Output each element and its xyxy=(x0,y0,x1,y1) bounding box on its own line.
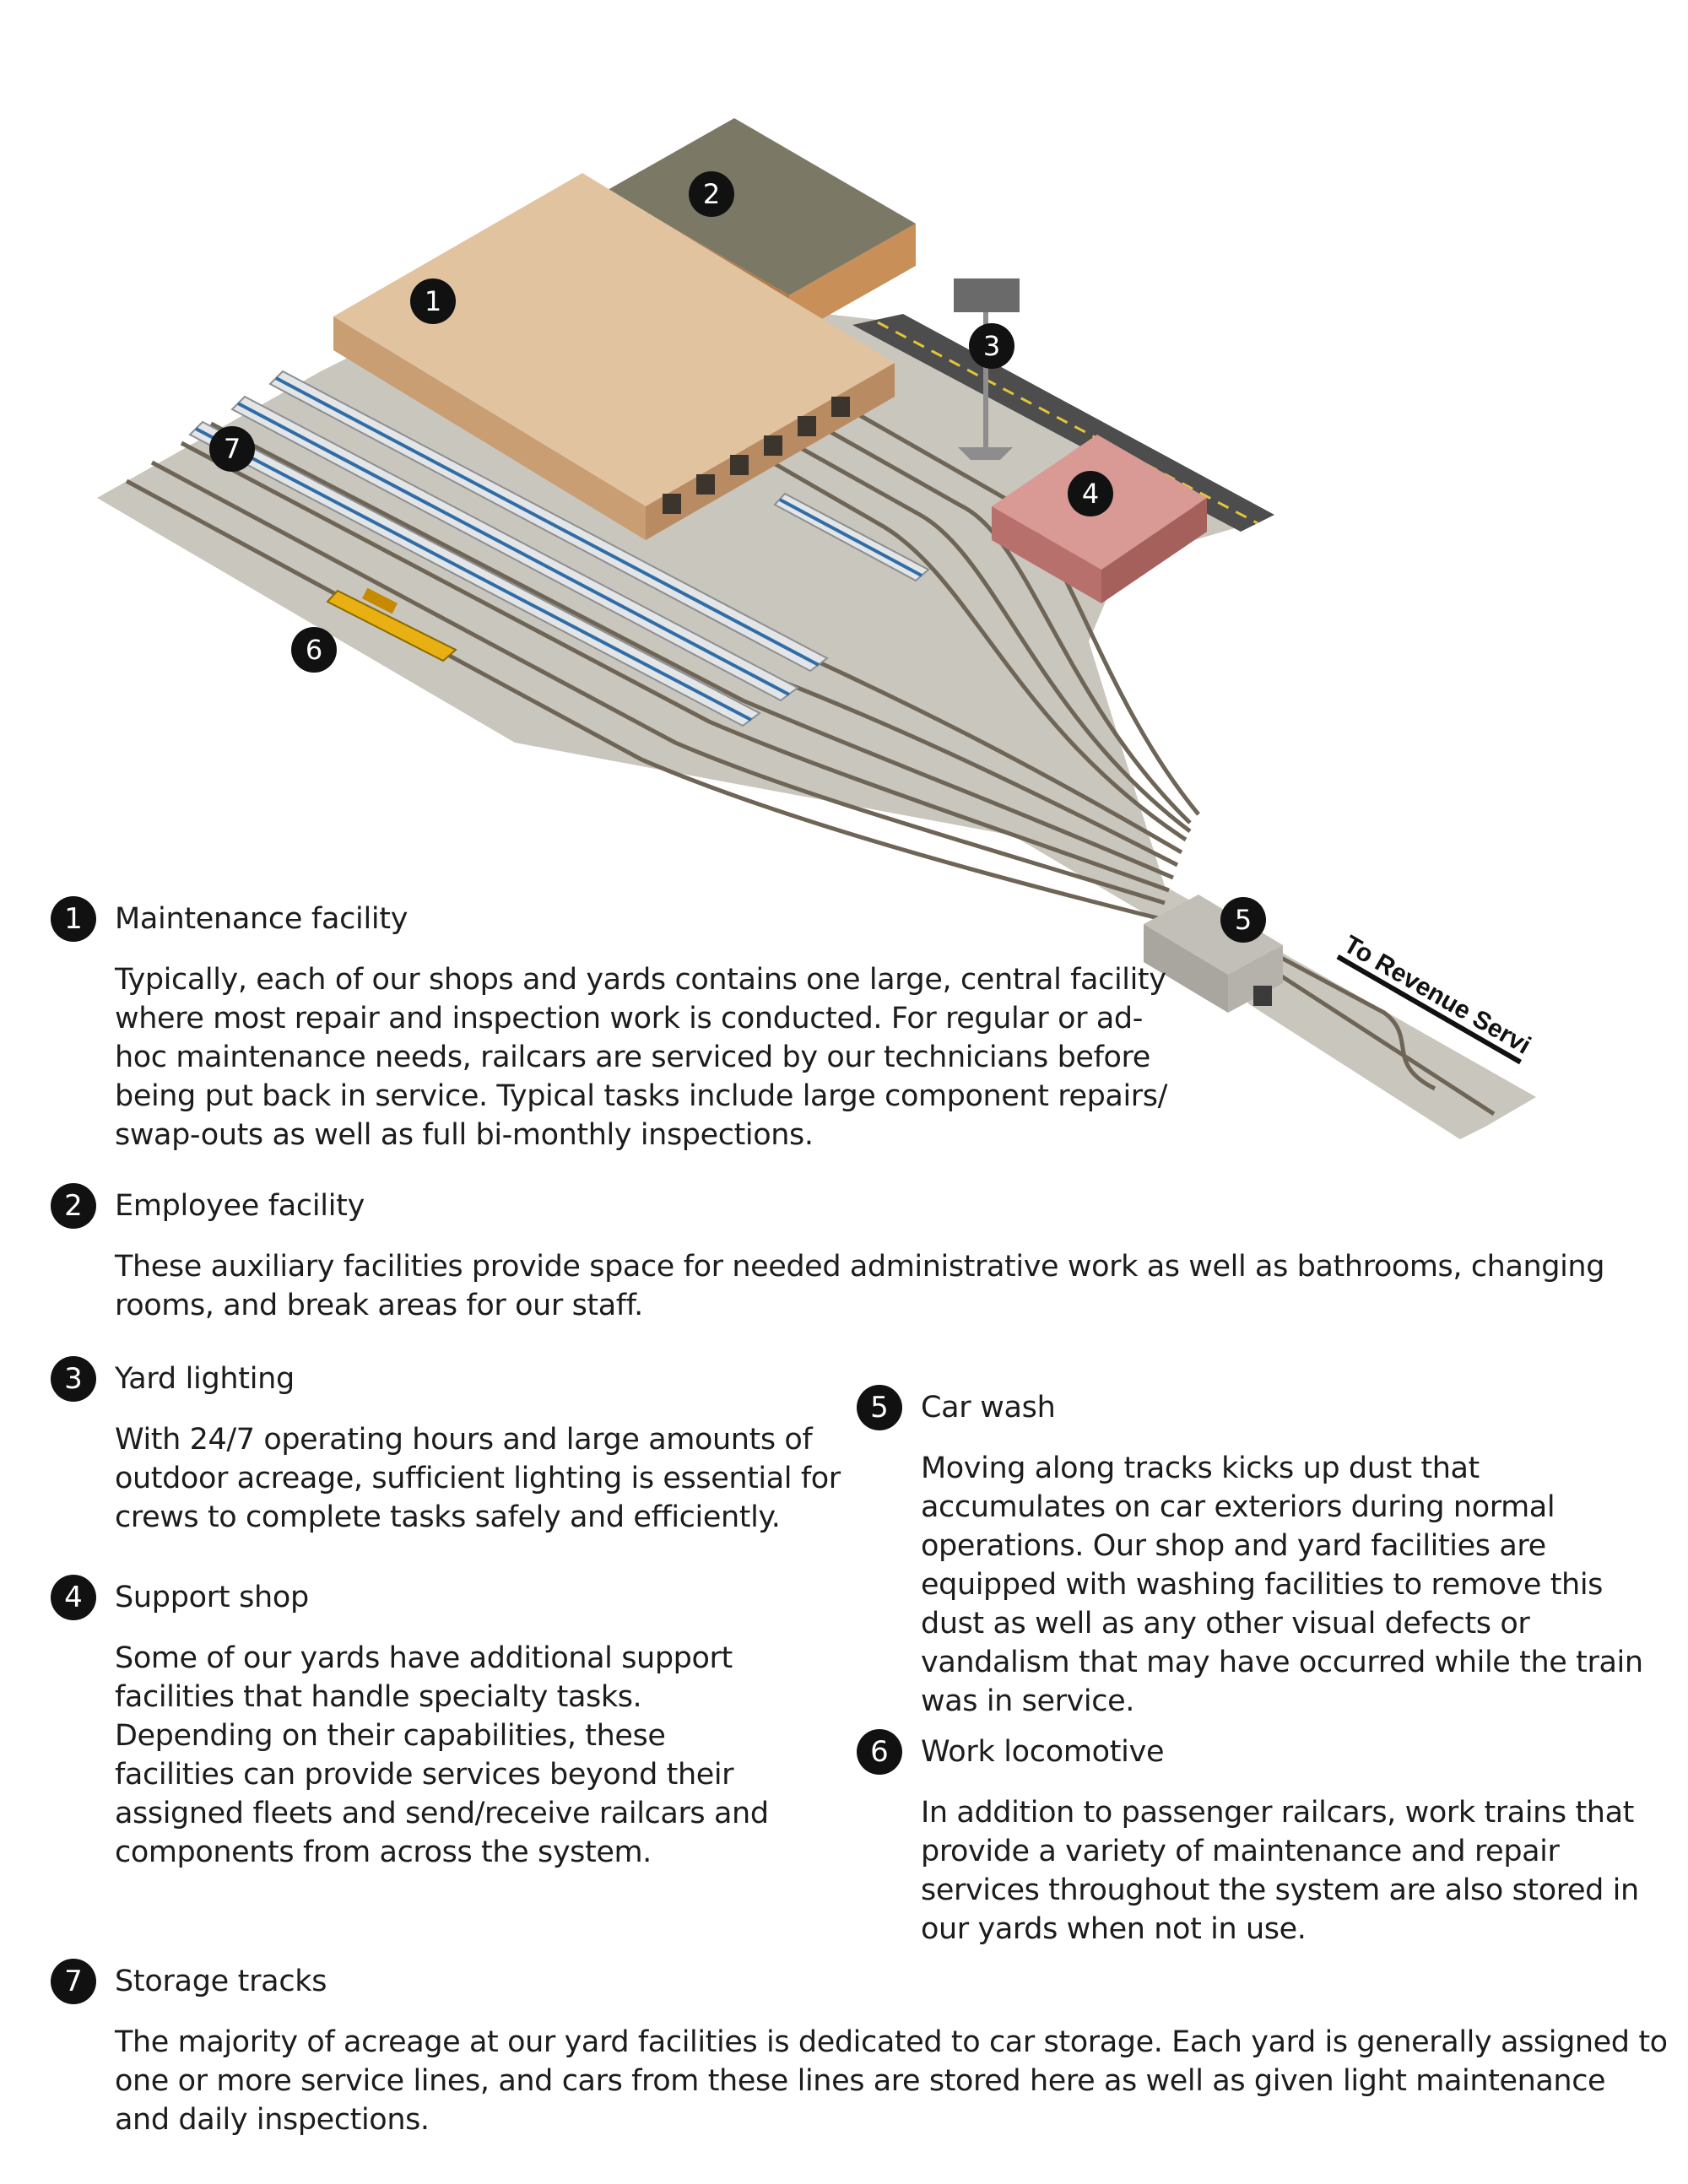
legend-item-storage-tracks: 7 Storage tracks The majority of acreage… xyxy=(51,1959,1668,2139)
legend-badge: 1 xyxy=(51,896,96,942)
storage-tracks xyxy=(125,381,1496,1116)
legend-item-maintenance-facility: 1 Maintenance facility Typically, each o… xyxy=(51,896,1167,1154)
svg-text:5: 5 xyxy=(1235,904,1252,936)
legend-title: Maintenance facility xyxy=(115,902,408,936)
legend-description: In addition to passenger railcars, work … xyxy=(921,1796,1639,1946)
marker-7: 7 xyxy=(209,426,255,472)
svg-text:4: 4 xyxy=(1082,478,1099,510)
legend-description: Moving along tracks kicks up dust that a… xyxy=(921,1451,1643,1718)
legend-description: These auxiliary facilities provide space… xyxy=(115,1250,1605,1322)
legend-item-yard-lighting: 3 Yard lighting With 24/7 operating hour… xyxy=(51,1356,841,1537)
marker-4: 4 xyxy=(1068,471,1113,516)
legend-description: With 24/7 operating hours and large amou… xyxy=(115,1423,841,1534)
legend-badge: 5 xyxy=(857,1385,902,1430)
legend-item-car-wash: 5 Car wash Moving along tracks kicks up … xyxy=(857,1385,1667,1721)
work-locomotive xyxy=(326,587,457,662)
svg-text:1: 1 xyxy=(425,285,441,317)
legend-description: The majority of acreage at our yard faci… xyxy=(115,2025,1668,2137)
legend-title: Storage tracks xyxy=(115,1965,327,1998)
maintenance-facility xyxy=(333,173,895,540)
marker-6: 6 xyxy=(291,627,337,673)
legend-item-work-locomotive: 6 Work locomotive In addition to passeng… xyxy=(857,1729,1667,1949)
svg-text:3: 3 xyxy=(983,330,1000,362)
legend-badge: 2 xyxy=(51,1183,96,1229)
legend-badge: 7 xyxy=(51,1959,96,2004)
legend-title: Employee facility xyxy=(115,1189,365,1223)
legend-description: Some of our yards have additional suppor… xyxy=(115,1641,769,1869)
legend-item-support-shop: 4 Support shop Some of our yards have ad… xyxy=(51,1575,810,1872)
legend-title: Support shop xyxy=(115,1581,309,1614)
legend-title: Car wash xyxy=(921,1391,1056,1424)
svg-text:7: 7 xyxy=(224,433,241,465)
legend-title: Work locomotive xyxy=(921,1735,1165,1769)
legend-item-employee-facility: 2 Employee facility These auxiliary faci… xyxy=(51,1183,1663,1325)
marker-5: 5 xyxy=(1220,897,1266,943)
legend-description: Typically, each of our shops and yards c… xyxy=(115,963,1168,1152)
svg-text:6: 6 xyxy=(306,634,322,666)
diagram-markers: 1 2 3 4 5 6 7 xyxy=(209,171,1266,943)
legend-badge: 3 xyxy=(51,1356,96,1402)
svg-text:2: 2 xyxy=(703,178,720,210)
marker-2: 2 xyxy=(689,171,734,217)
legend-title: Yard lighting xyxy=(115,1362,295,1396)
marker-1: 1 xyxy=(410,278,456,324)
marker-3: 3 xyxy=(969,323,1014,369)
storage-trains xyxy=(188,370,930,727)
car-wash xyxy=(1144,895,1283,1013)
legend-badge: 4 xyxy=(51,1575,96,1620)
rail-yard-illustration: To Revenue Servi 1 2 3 4 5 6 7 xyxy=(97,118,1536,1139)
legend-badge: 6 xyxy=(857,1729,902,1775)
